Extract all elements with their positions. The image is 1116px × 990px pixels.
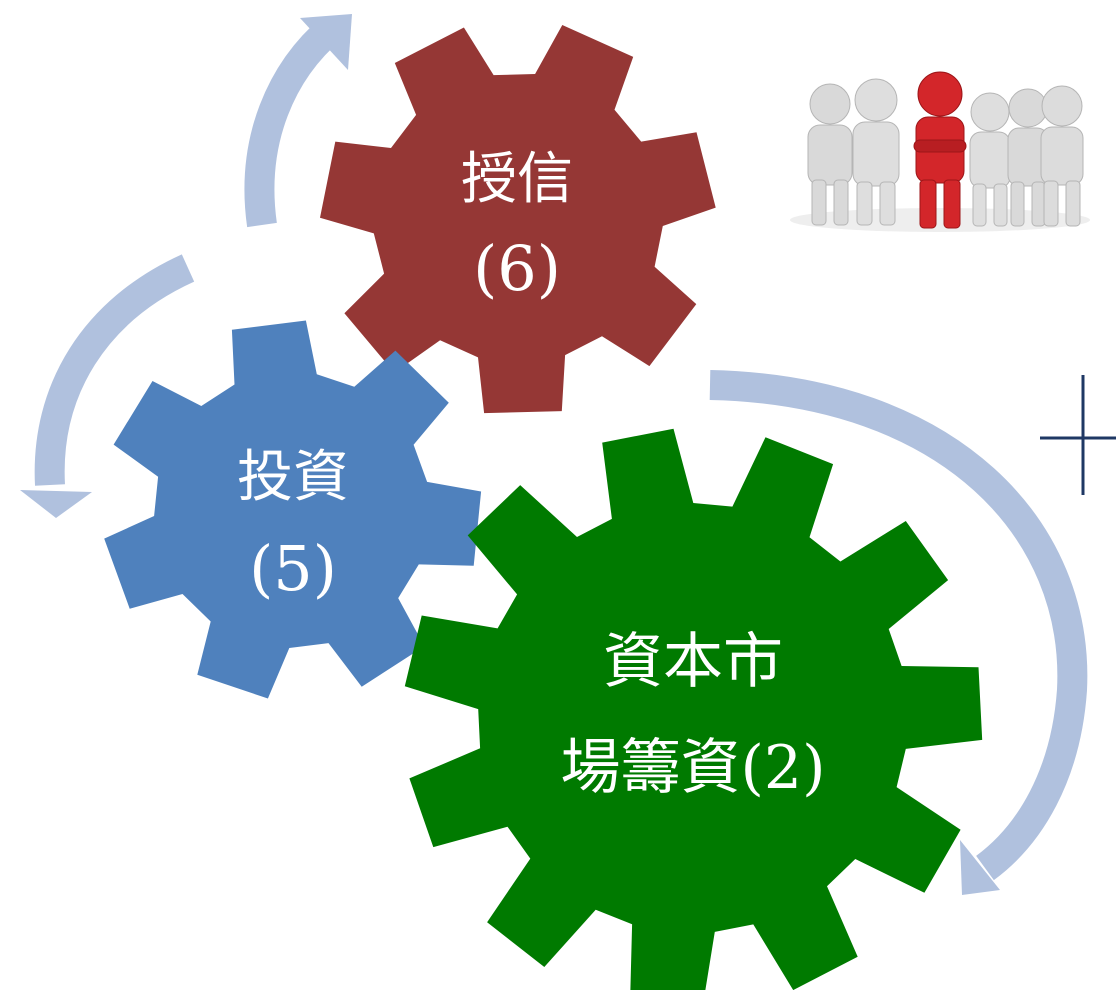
- arrow-right-head: [960, 840, 1000, 895]
- arrow-left-head: [20, 490, 92, 518]
- arrow-right: [709, 370, 1088, 881]
- figure-gray-1: [807, 83, 853, 226]
- gear-capital-label-line2: 場籌資(2): [561, 733, 826, 803]
- figure-gray-4: [1007, 88, 1049, 227]
- gear-investment: [104, 320, 482, 699]
- arrow-left: [34, 254, 195, 486]
- team-figures-icon: [790, 71, 1090, 232]
- gear-capital: [404, 428, 983, 990]
- figure-gray-2: [852, 78, 900, 226]
- gear-credit-label-line2: (6): [473, 232, 561, 305]
- figure-red-leader: [913, 71, 967, 229]
- gear-credit-label-line1: 授信: [461, 147, 573, 212]
- figure-gray-3: [969, 92, 1011, 227]
- arrow-top-left: [244, 16, 342, 228]
- gear-investment-label-line2: (5): [249, 532, 337, 605]
- figure-gray-5: [1040, 85, 1084, 227]
- arrow-top-left-head: [300, 14, 352, 70]
- plus-sign-icon: [1040, 375, 1116, 495]
- gear-credit: [320, 25, 716, 414]
- gear-investment-label-line1: 投資: [237, 445, 349, 510]
- gear-capital-label-line1: 資本市: [603, 627, 783, 697]
